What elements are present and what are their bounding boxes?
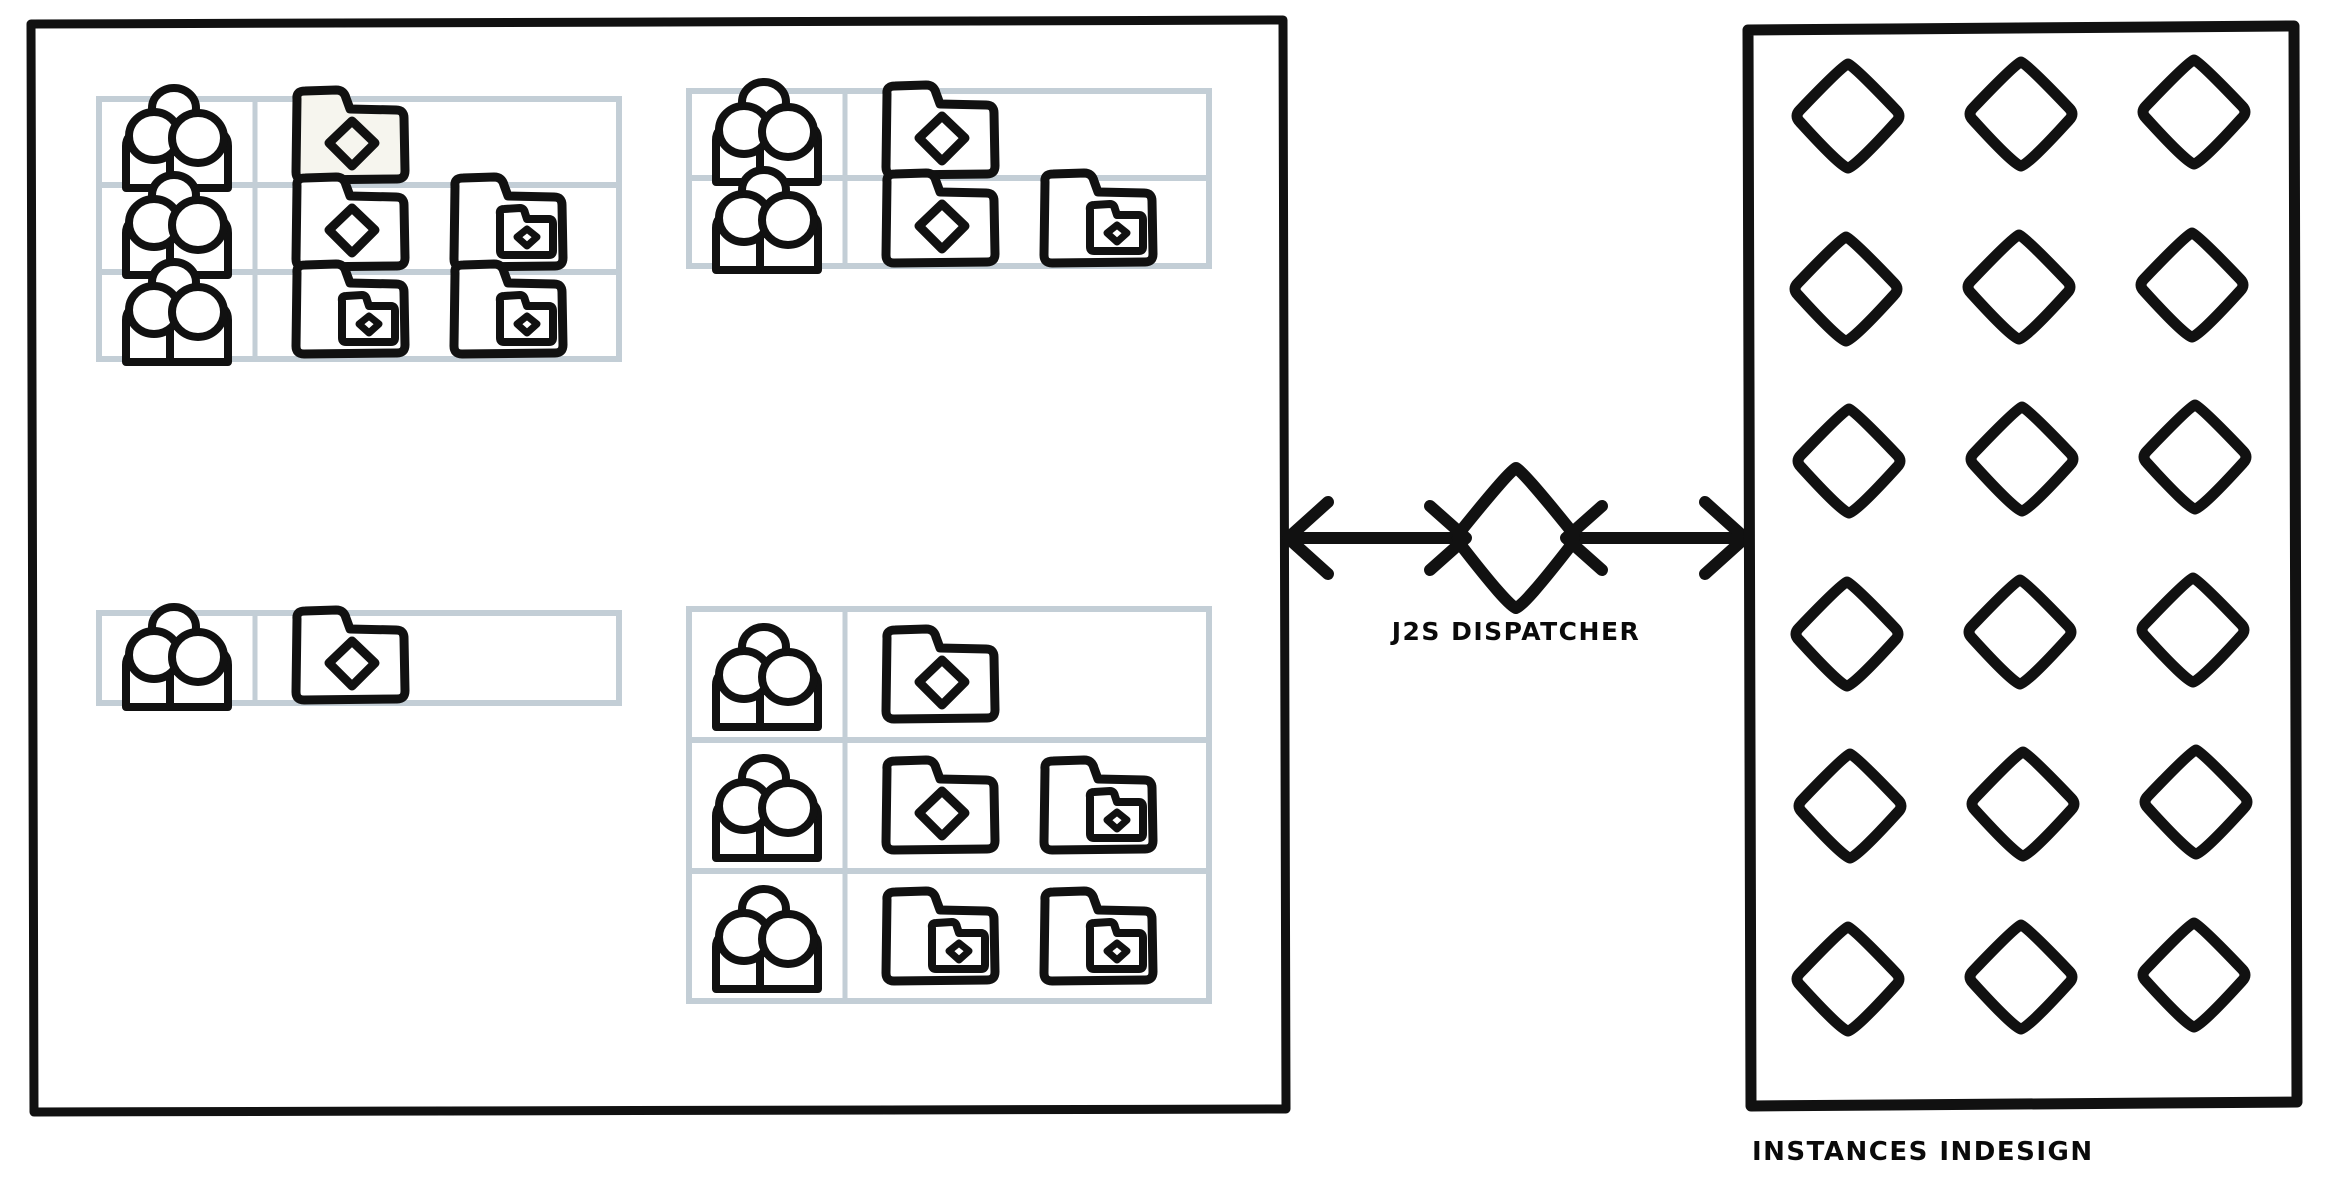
dispatcher-diamond-icon [1452, 462, 1580, 614]
arrowhead-diamond-right [1560, 500, 1608, 576]
table-top-left[interactable] [96, 88, 622, 362]
table-bottom-left[interactable] [96, 607, 622, 707]
instances-label: INSTANCES INDESIGN [1752, 1137, 2094, 1167]
table-row[interactable] [716, 889, 1153, 989]
dispatcher-label: J2S DISPATCHER [1390, 617, 1641, 646]
table-row[interactable] [716, 758, 1153, 858]
indesign-instances-panel: INSTANCES INDESIGN [1742, 20, 2303, 1167]
table-row[interactable] [716, 170, 1153, 270]
arrowhead-diamond-left [1424, 500, 1472, 576]
table-top-right[interactable] [686, 82, 1212, 270]
table-row[interactable] [126, 262, 563, 362]
dispatcher-connector: J2S DISPATCHER [1282, 462, 1751, 646]
table-bottom-right[interactable] [686, 606, 1212, 1004]
arrowhead-left [1282, 496, 1334, 580]
